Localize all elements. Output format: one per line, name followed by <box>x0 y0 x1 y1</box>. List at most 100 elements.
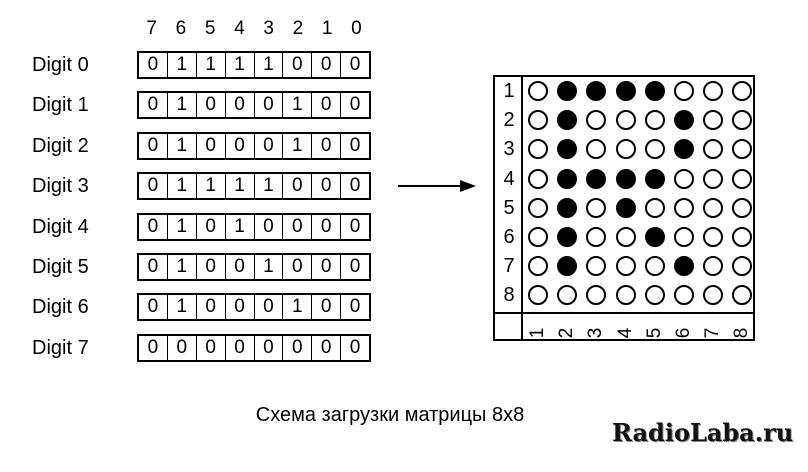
bit-cell: 0 <box>197 214 226 239</box>
led-on <box>644 227 665 247</box>
led-off <box>732 256 753 277</box>
led-off <box>674 197 694 218</box>
led-on <box>557 256 578 277</box>
caption-text: Схема загрузки матрицы 8x8 <box>255 404 525 426</box>
led-off <box>528 139 548 160</box>
site-watermark: RadioLaba.ru <box>612 418 794 447</box>
bit-cell: 0 <box>312 53 342 77</box>
led-off <box>732 168 753 189</box>
matrix-row-label: 6 <box>503 226 515 248</box>
bit-cell: 0 <box>349 134 361 156</box>
bit-cell: 1 <box>226 53 255 77</box>
led-off <box>703 285 724 306</box>
bit-cell: 0 <box>197 255 226 279</box>
bit-cell: 0 <box>283 255 313 279</box>
led-off <box>615 139 636 160</box>
led-off <box>615 285 636 306</box>
matrix-row-label: 4 <box>503 167 515 190</box>
bit-cell: 0 <box>197 93 226 118</box>
digit-label: Digit 3 <box>32 175 89 198</box>
digit-label: Digit 7 <box>32 336 89 359</box>
led-on <box>586 81 607 101</box>
bit-cell: 1 <box>168 133 197 158</box>
led-off <box>528 168 548 189</box>
bit-cell: 0 <box>226 93 255 118</box>
led-off <box>586 227 607 247</box>
matrix-row-label: 1 <box>503 80 515 102</box>
bit-cell: 0 <box>139 53 168 77</box>
bit-index-label: 3 <box>263 18 274 39</box>
led-off <box>732 197 753 218</box>
bit-cell: 0 <box>255 335 284 360</box>
bit-cell: 0 <box>197 295 226 320</box>
led-off <box>732 285 753 306</box>
bit-cell: 1 <box>168 295 197 320</box>
bit-cell: 0 <box>139 335 168 360</box>
bit-cell: 0 <box>139 255 168 279</box>
bit-index-label: 4 <box>234 18 245 39</box>
led-on <box>615 81 636 101</box>
led-off <box>703 168 724 189</box>
bit-cell: 0 <box>283 335 313 360</box>
led-off <box>557 285 578 306</box>
led-off <box>644 256 665 277</box>
led-on <box>615 168 636 189</box>
digit-label: Digit 5 <box>32 256 89 278</box>
diagram-caption: Схема загрузки матрицы 8x8 <box>0 404 808 427</box>
matrix-row-label: 2 <box>503 109 515 132</box>
bit-cell: 0 <box>226 335 255 360</box>
bit-cell: 0 <box>226 255 255 279</box>
bit-cell: 1 <box>283 93 313 118</box>
bit-cell: 0 <box>139 214 168 239</box>
matrix-col-label: 1 <box>527 327 548 339</box>
bit-cell: 0 <box>226 133 255 158</box>
bit-cell: 0 <box>197 133 226 158</box>
bit-cell: 0 <box>349 215 361 237</box>
matrix-col-label: 3 <box>585 327 607 339</box>
led-off <box>586 110 607 131</box>
bit-cell: 0 <box>312 93 342 118</box>
led-on <box>557 81 578 101</box>
bit-cell: 0 <box>139 295 168 320</box>
digit-label: Digit 6 <box>32 296 89 319</box>
led-on <box>644 81 665 101</box>
led-on <box>586 168 607 189</box>
led-on <box>644 168 665 189</box>
bit-cell: 0 <box>349 336 361 358</box>
led-off <box>644 110 665 131</box>
bit-cell: 1 <box>283 295 313 320</box>
led-off <box>703 227 724 247</box>
bit-cell: 1 <box>197 53 226 77</box>
bit-cell: 1 <box>255 53 284 77</box>
led-off <box>703 110 724 131</box>
bit-index-label: 1 <box>321 18 333 39</box>
led-on <box>557 227 578 247</box>
led-off <box>586 139 607 160</box>
led-off <box>674 81 694 101</box>
matrix-row-label: 8 <box>503 284 515 307</box>
led-off <box>586 256 607 277</box>
led-off <box>732 227 753 247</box>
matrix-divider-vertical <box>521 77 523 339</box>
led-off <box>703 256 724 277</box>
bit-cell: 0 <box>283 174 313 199</box>
bit-cell: 0 <box>349 256 361 277</box>
led-off <box>644 139 665 160</box>
bit-cell: 1 <box>168 93 197 118</box>
bit-cell: 1 <box>168 53 197 77</box>
bit-cell: 1 <box>283 133 313 158</box>
led-off <box>615 256 636 277</box>
bit-cell: 0 <box>312 255 342 279</box>
